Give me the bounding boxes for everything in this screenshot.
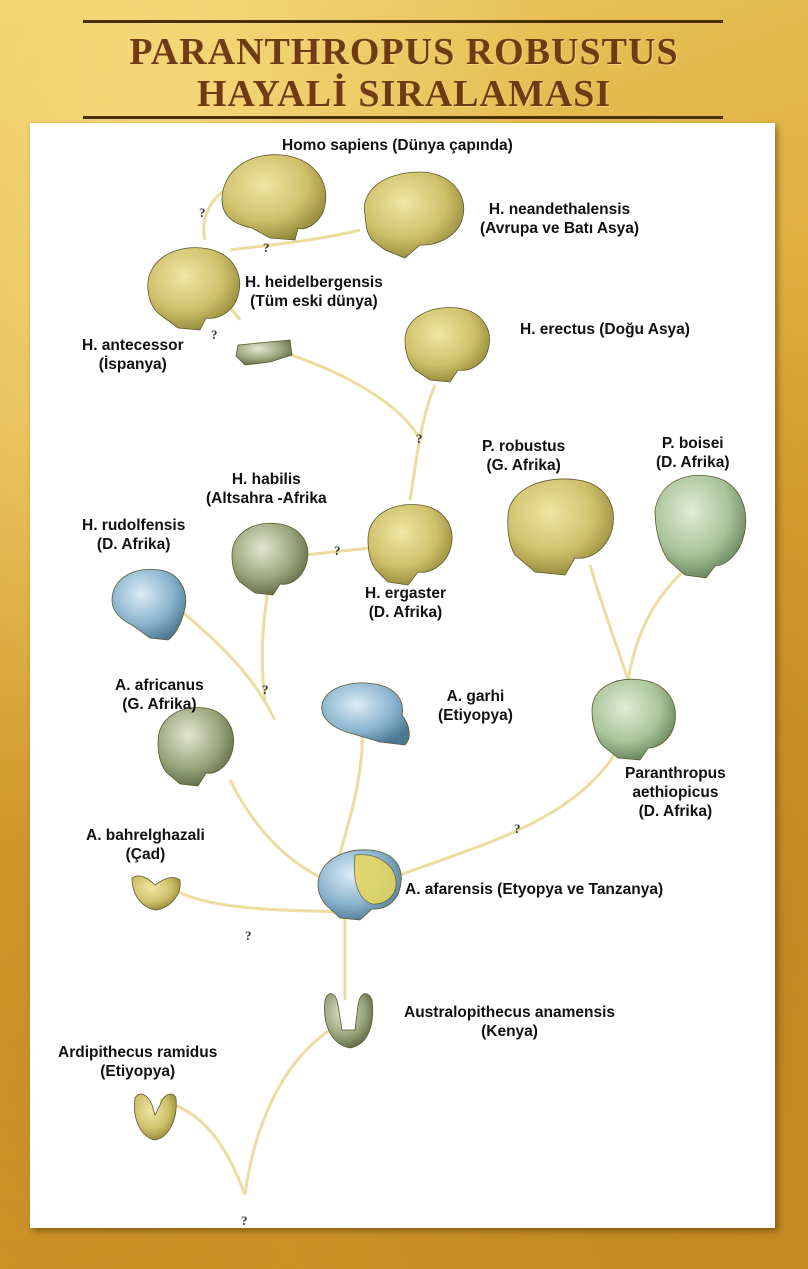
branch-aethiopicus-boisei	[628, 565, 690, 680]
label-h-heidelbergensis-region: (Tüm eski dünya)	[245, 292, 383, 311]
fossil-ardipithecus-ramidus	[134, 1094, 176, 1140]
fossil-a-bahrelghazali	[132, 876, 180, 910]
label-h-antecessor-name: H. antecessor	[82, 336, 184, 355]
label-h-antecessor: H. antecessor(İspanya)	[82, 336, 184, 374]
skull-a-africanus	[158, 708, 234, 786]
branch-anamensis	[245, 1030, 330, 1195]
label-a-africanus-region: (G. Afrika)	[115, 695, 204, 714]
question-mark-1: ?	[241, 1213, 248, 1228]
label-australopithecus-anamensis: Australopithecus anamensis(Kenya)	[404, 1003, 615, 1041]
label-homo-sapiens-name: Homo sapiens (Dünya çapında)	[282, 136, 513, 155]
label-paranthropus-aethiopicus-name-2: aethiopicus	[625, 783, 726, 802]
question-mark-7: ?	[211, 327, 218, 342]
branch-afarensis-africanus	[230, 780, 330, 882]
label-p-robustus: P. robustus(G. Afrika)	[482, 437, 565, 475]
label-australopithecus-anamensis-region: (Kenya)	[404, 1022, 615, 1041]
label-paranthropus-aethiopicus-name: Paranthropus	[625, 764, 726, 783]
label-h-ergaster-region: (D. Afrika)	[365, 603, 446, 622]
label-p-robustus-name: P. robustus	[482, 437, 565, 456]
branch-aethiopicus-robustus	[590, 565, 628, 680]
label-p-robustus-region: (G. Afrika)	[482, 456, 565, 475]
label-a-bahrelghazali: A. bahrelghazali(Çad)	[86, 826, 205, 864]
label-ardipithecus-ramidus-region: (Etiyopya)	[58, 1062, 217, 1081]
label-homo-sapiens: Homo sapiens (Dünya çapında)	[282, 136, 513, 155]
label-h-erectus-name: H. erectus (Doğu Asya)	[520, 320, 690, 339]
label-h-habilis: H. habilis(Altsahra -Afrika	[206, 470, 327, 508]
label-ardipithecus-ramidus-name: Ardipithecus ramidus	[58, 1043, 217, 1062]
label-h-ergaster-name: H. ergaster	[365, 584, 446, 603]
label-australopithecus-anamensis-name: Australopithecus anamensis	[404, 1003, 615, 1022]
label-paranthropus-aethiopicus-region: (D. Afrika)	[625, 802, 726, 821]
label-h-rudolfensis-region: (D. Afrika)	[82, 535, 185, 554]
label-h-rudolfensis: H. rudolfensis(D. Afrika)	[82, 516, 185, 554]
label-h-neandethalensis-region: (Avrupa ve Batı Asya)	[480, 219, 639, 238]
label-p-boisei: P. boisei(D. Afrika)	[656, 434, 730, 472]
fossils	[112, 155, 746, 1140]
question-mark-2: ?	[245, 928, 252, 943]
question-mark-4: ?	[262, 682, 269, 697]
question-mark-8: ?	[263, 240, 270, 255]
label-h-erectus: H. erectus (Doğu Asya)	[520, 320, 690, 339]
fossil-australopithecus-anamensis	[324, 994, 372, 1048]
skull-h-neandethalensis	[364, 172, 463, 258]
label-h-ergaster: H. ergaster(D. Afrika)	[365, 584, 446, 622]
skull-h-heidelbergensis	[148, 248, 240, 330]
label-a-africanus: A. africanus(G. Afrika)	[115, 676, 204, 714]
label-h-antecessor-region: (İspanya)	[82, 355, 184, 374]
label-a-bahrelghazali-name: A. bahrelghazali	[86, 826, 205, 845]
label-a-africanus-name: A. africanus	[115, 676, 204, 695]
label-p-boisei-region: (D. Afrika)	[656, 453, 730, 472]
label-a-garhi: A. garhi(Etiyopya)	[438, 687, 513, 725]
skull-paranthropus-aethiopicus	[592, 679, 675, 760]
skull-h-rudolfensis	[112, 569, 186, 640]
branch-antecessor	[260, 345, 420, 440]
label-a-afarensis: A. afarensis (Etyopya ve Tanzanya)	[405, 880, 663, 899]
label-h-habilis-name: H. habilis	[206, 470, 327, 489]
question-mark-9: ?	[199, 205, 206, 220]
label-h-heidelbergensis: H. heidelbergensis(Tüm eski dünya)	[245, 273, 383, 311]
question-mark-3: ?	[514, 821, 521, 836]
skull-h-ergaster	[368, 505, 452, 585]
label-h-neandethalensis: H. neandethalensis(Avrupa ve Batı Asya)	[480, 200, 639, 238]
label-h-habilis-region: (Altsahra -Afrika	[206, 489, 327, 508]
label-ardipithecus-ramidus: Ardipithecus ramidus(Etiyopya)	[58, 1043, 217, 1081]
branch-ergaster-erectus	[410, 385, 435, 500]
skull-h-habilis	[232, 523, 308, 595]
skull-a-garhi	[322, 683, 409, 745]
label-h-neandethalensis-name: H. neandethalensis	[480, 200, 639, 219]
label-p-boisei-name: P. boisei	[656, 434, 730, 453]
fossil-h-antecessor	[236, 340, 292, 365]
label-a-garhi-name: A. garhi	[438, 687, 513, 706]
label-h-rudolfensis-name: H. rudolfensis	[82, 516, 185, 535]
skull-h-erectus	[405, 308, 490, 382]
branch-afarensis-aethiopicus	[400, 745, 620, 875]
skull-homo-sapiens	[222, 155, 326, 240]
question-mark-5: ?	[334, 543, 341, 558]
label-h-heidelbergensis-name: H. heidelbergensis	[245, 273, 383, 292]
skull-p-boisei	[655, 475, 746, 578]
label-a-garhi-region: (Etiyopya)	[438, 706, 513, 725]
label-a-bahrelghazali-region: (Çad)	[86, 845, 205, 864]
label-a-afarensis-name: A. afarensis (Etyopya ve Tanzanya)	[405, 880, 663, 899]
question-mark-6: ?	[416, 431, 423, 446]
skull-p-robustus	[508, 479, 614, 575]
branch-afarensis-garhi	[335, 725, 362, 870]
